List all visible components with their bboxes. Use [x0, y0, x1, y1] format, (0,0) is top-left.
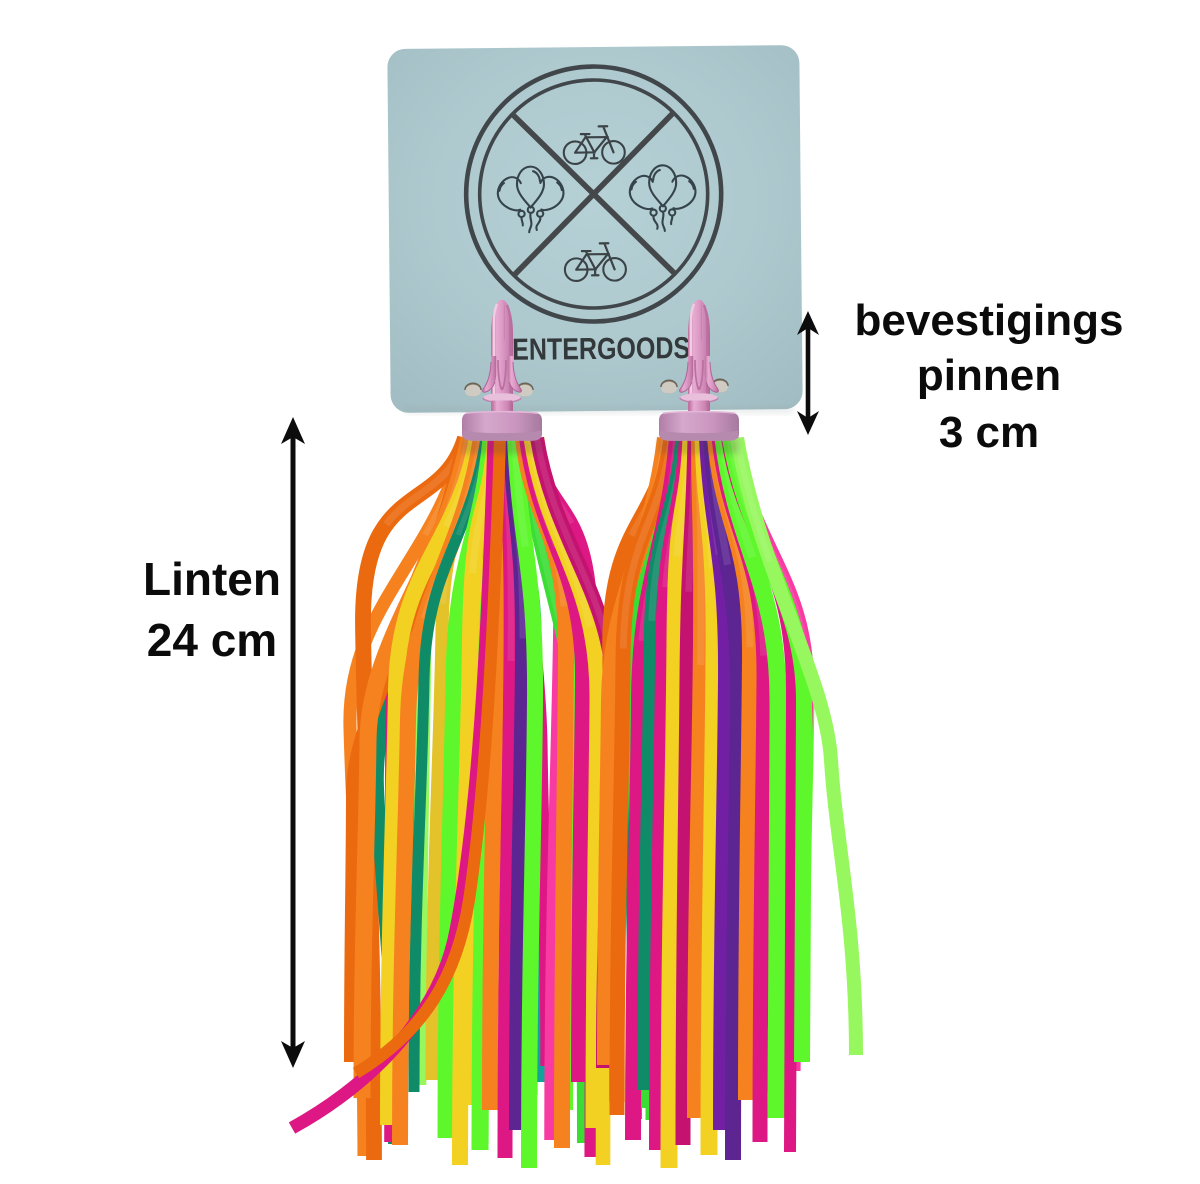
svg-text:Linten: Linten — [143, 553, 281, 605]
svg-text:bevestigings: bevestigings — [855, 296, 1124, 345]
svg-text:24 cm: 24 cm — [147, 614, 277, 666]
svg-text:3 cm: 3 cm — [939, 408, 1039, 457]
svg-text:ENTERGOODS: ENTERGOODS — [512, 331, 690, 367]
svg-text:pinnen: pinnen — [917, 351, 1061, 400]
